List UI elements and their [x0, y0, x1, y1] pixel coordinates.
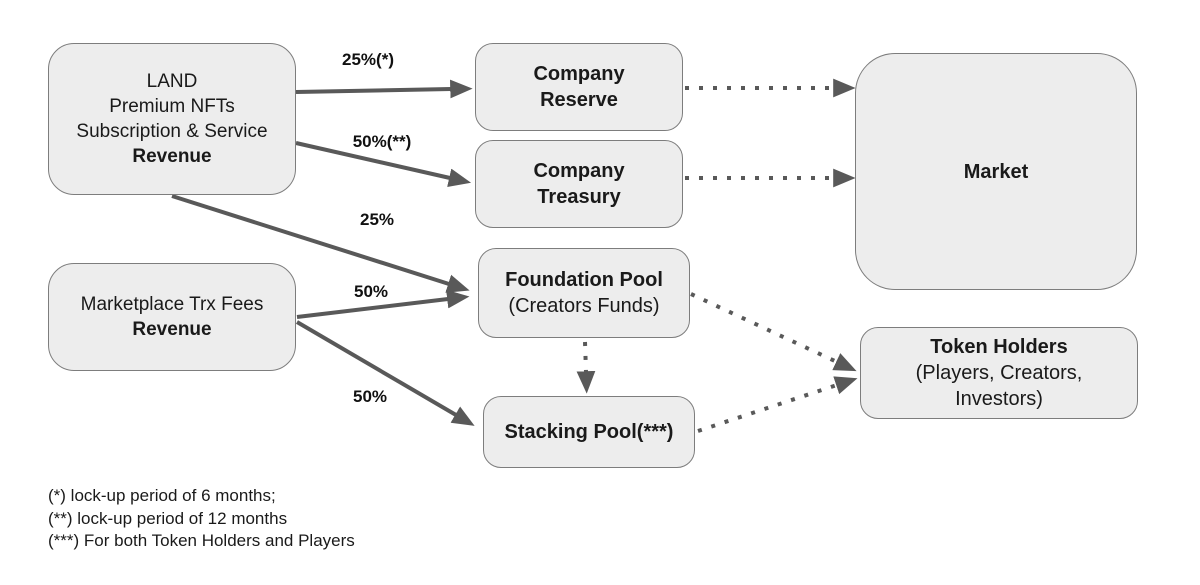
node-line: Foundation Pool	[505, 269, 663, 291]
node-line: Reserve	[540, 89, 618, 111]
node-foundation-pool: Foundation Pool (Creators Funds)	[478, 248, 690, 338]
node-line: Marketplace Trx Fees	[80, 294, 264, 315]
edge-label-25-foundation: 25%	[359, 210, 395, 229]
node-line: Company	[533, 160, 625, 182]
node-line: Investors)	[955, 388, 1043, 410]
node-line: Subscription & Service	[76, 121, 268, 142]
node-company-reserve: Company Reserve	[475, 43, 683, 131]
node-line: Company	[533, 63, 625, 85]
node-line: (Players, Creators,	[915, 362, 1083, 384]
node-stacking-pool: Stacking Pool(***)	[483, 396, 695, 468]
footnotes: (*) lock-up period of 6 months; (**) loc…	[48, 485, 355, 553]
node-marketplace-revenue: Marketplace Trx Fees Revenue	[48, 263, 296, 371]
edge-land-company-reserve	[295, 79, 473, 99]
node-line: Token Holders	[930, 336, 1068, 358]
node-line: Treasury	[537, 186, 621, 208]
node-market: Market	[855, 53, 1137, 290]
node-land-revenue: LAND Premium NFTs Subscription & Service…	[48, 43, 296, 195]
edge-label-50-stacking: 50%	[352, 387, 388, 406]
node-line: Premium NFTs	[109, 96, 235, 117]
footnote-stacking-pool: (***) For both Token Holders and Players	[48, 531, 355, 550]
node-line: Stacking Pool(***)	[504, 421, 674, 443]
edge-stacking-pool-token-holders	[697, 376, 858, 433]
footnote-lockup-12-months: (**) lock-up period of 12 months	[48, 508, 288, 528]
edge-foundation-pool-stacking-pool	[576, 341, 596, 394]
node-line: Revenue	[132, 146, 212, 167]
edge-foundation-pool-token-holders	[690, 292, 857, 372]
node-line: Revenue	[132, 319, 212, 340]
footnote-lockup-6-months: (*) lock-up period of 6 months;	[48, 486, 276, 505]
node-company-treasury: Company Treasury	[475, 140, 683, 228]
node-token-holders: Token Holders (Players, Creators, Invest…	[860, 327, 1138, 419]
edge-label-25-lockup6: 25%(*)	[342, 50, 394, 69]
node-line: LAND	[146, 71, 198, 92]
node-line: Market	[963, 160, 1029, 183]
edge-label-50-foundation: 50%	[353, 282, 389, 301]
edge-label-50-lockup12: 50%(**)	[352, 132, 412, 151]
node-line: (Creators Funds)	[508, 295, 660, 317]
